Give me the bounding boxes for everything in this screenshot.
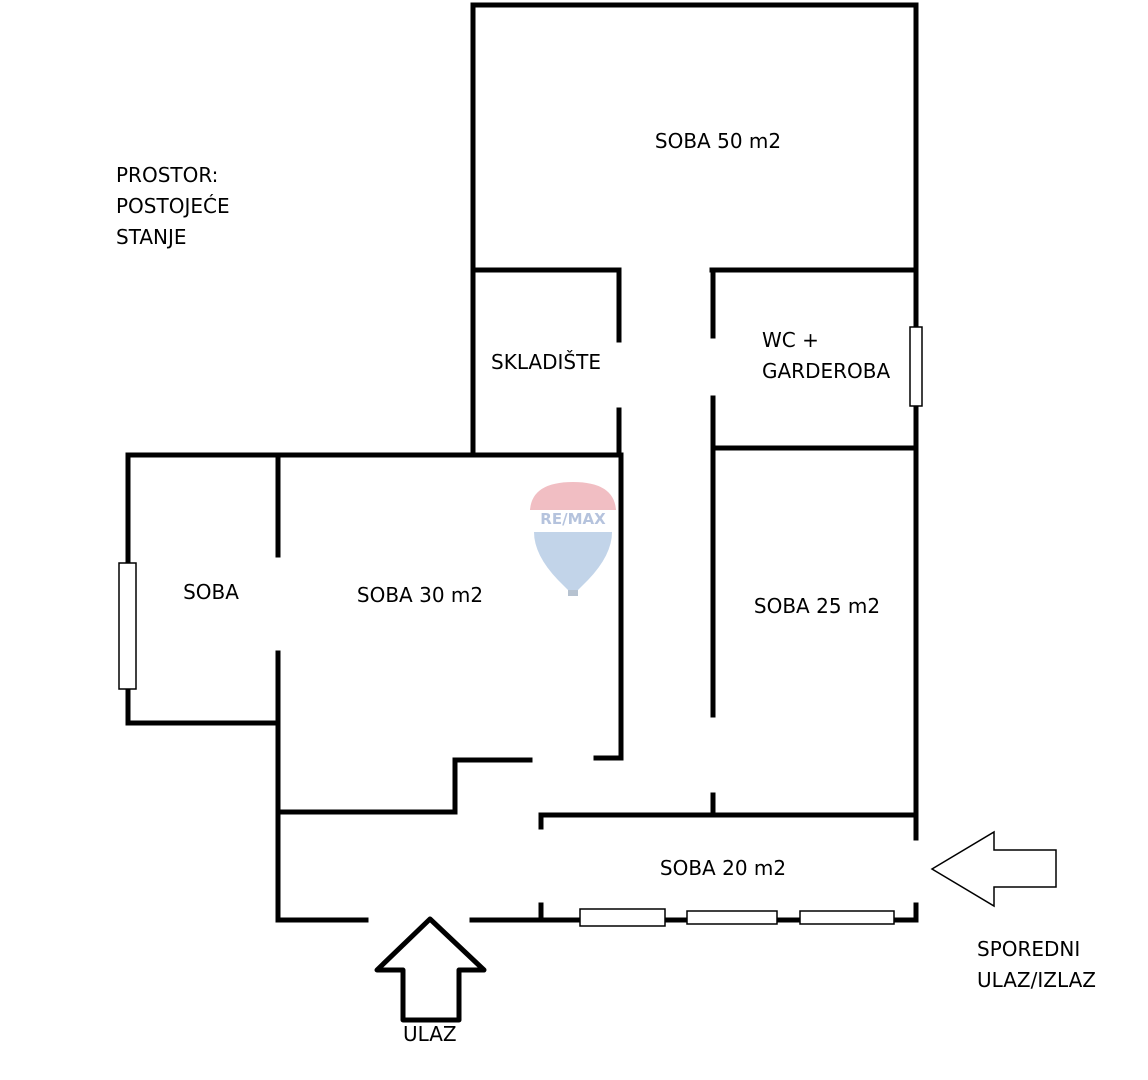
room-label-soba-50: SOBA 50 m2: [654, 129, 782, 153]
room-label-soba: SOBA: [183, 580, 239, 604]
window-soba20-3: [799, 910, 895, 925]
remax-text: RE/MAX: [540, 510, 606, 528]
windows: [118, 326, 923, 927]
remax-balloon-watermark: RE/MAX: [530, 482, 616, 596]
window-soba: [118, 562, 137, 690]
room-label-soba-25: SOBA 25 m2: [753, 594, 881, 618]
window-wc: [909, 326, 923, 407]
main-entrance-label: ULAZ: [403, 1022, 457, 1046]
room-label-soba-30: SOBA 30 m2: [356, 583, 484, 607]
window-soba20-2: [686, 910, 778, 925]
side-entrance-arrow-icon: [930, 830, 1057, 908]
window-soba20-1: [579, 908, 666, 927]
room-label-skladiste: SKLADIŠTE: [491, 350, 601, 374]
room-label-wc-garderoba: WC + GARDEROBA: [762, 328, 891, 383]
main-entrance-arrow-icon: [374, 916, 487, 1023]
walls: [125, 2, 919, 923]
side-entrance-label: SPOREDNI ULAZ/IZLAZ: [977, 937, 1096, 992]
room-label-soba-20: SOBA 20 m2: [659, 856, 787, 880]
plan-title: PROSTOR: POSTOJEĆE STANJE: [116, 163, 230, 249]
